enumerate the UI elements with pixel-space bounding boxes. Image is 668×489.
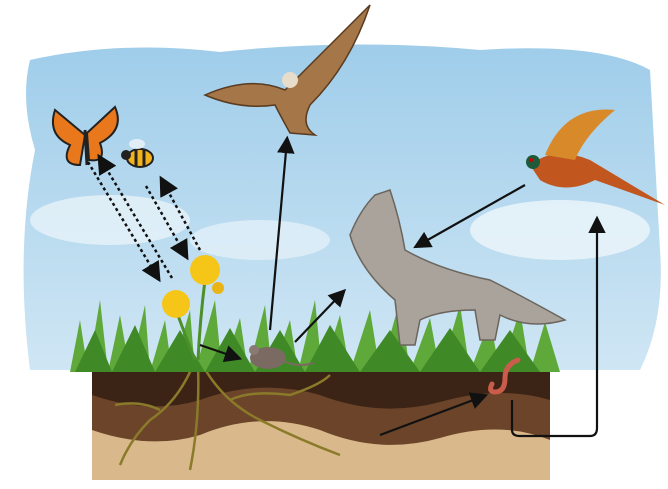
arrow-bee-to-dandelion: [144, 185, 189, 261]
arrow-dandelion-to-bee: [159, 175, 202, 251]
arrow-worm-to-pheasant: [510, 215, 606, 438]
arrow-butterfly-to-dandelion: [86, 161, 161, 283]
roots-icon: [114, 359, 341, 471]
earthworm-icon: [488, 357, 521, 395]
arrow-pheasant-to-coyote: [413, 184, 526, 249]
arrow-mouse-to-coyote: [294, 288, 347, 343]
arrow-dandelion-to-mouse: [199, 343, 243, 363]
arrow-mouse-to-hawk: [268, 135, 295, 331]
soil-layers: [92, 368, 550, 480]
bee-icon: [121, 139, 154, 168]
food-web-arrows: [86, 135, 606, 438]
mouse-icon: [249, 345, 314, 369]
cloud: [190, 220, 330, 260]
cloud: [30, 195, 190, 245]
coyote-icon: [349, 189, 567, 346]
cloud: [470, 200, 650, 260]
pheasant-icon: [526, 109, 665, 205]
dandelion-icon: [162, 255, 224, 361]
butterfly-icon: [51, 105, 119, 167]
arrow-dandelion-to-butterfly: [97, 153, 174, 279]
arrow-soil-to-worm: [379, 392, 489, 437]
hawk-icon: [203, 4, 371, 136]
